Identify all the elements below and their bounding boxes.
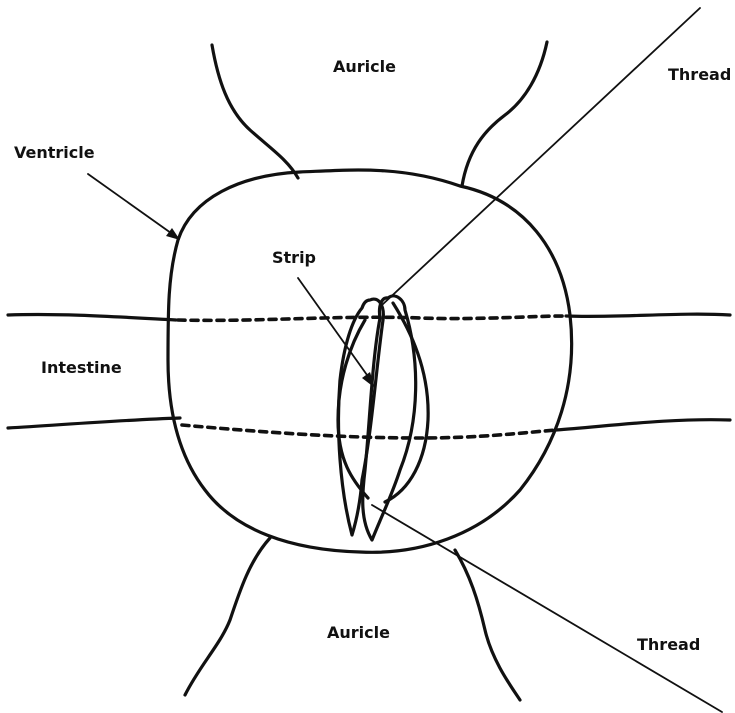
strip-right-edge [385, 303, 428, 502]
label-ventricle: Ventricle [14, 143, 95, 162]
intestine-left-upper [8, 314, 176, 320]
intestine-left-lower [8, 418, 180, 428]
intestine-right-lower [556, 420, 730, 430]
label-intestine: Intestine [41, 358, 122, 377]
auricle-top-right-vessel [462, 42, 547, 186]
thread-top-line [382, 8, 700, 305]
intestine-right-upper [566, 314, 730, 316]
thread-bottom-line [372, 505, 722, 712]
label-thread-bottom: Thread [637, 635, 700, 654]
label-auricle-top: Auricle [333, 57, 396, 76]
label-strip: Strip [272, 248, 316, 267]
auricle-top-left-vessel [212, 45, 298, 178]
label-thread-top: Thread [668, 65, 731, 84]
ventricle-pointer-line [88, 174, 178, 238]
auricle-bottom-left-vessel [185, 538, 270, 695]
label-auricle-bottom: Auricle [327, 623, 390, 642]
intestine-inner-upper [178, 316, 566, 320]
ventricle-outline [168, 170, 572, 552]
ventricle-pointer-arrowhead [166, 228, 180, 240]
